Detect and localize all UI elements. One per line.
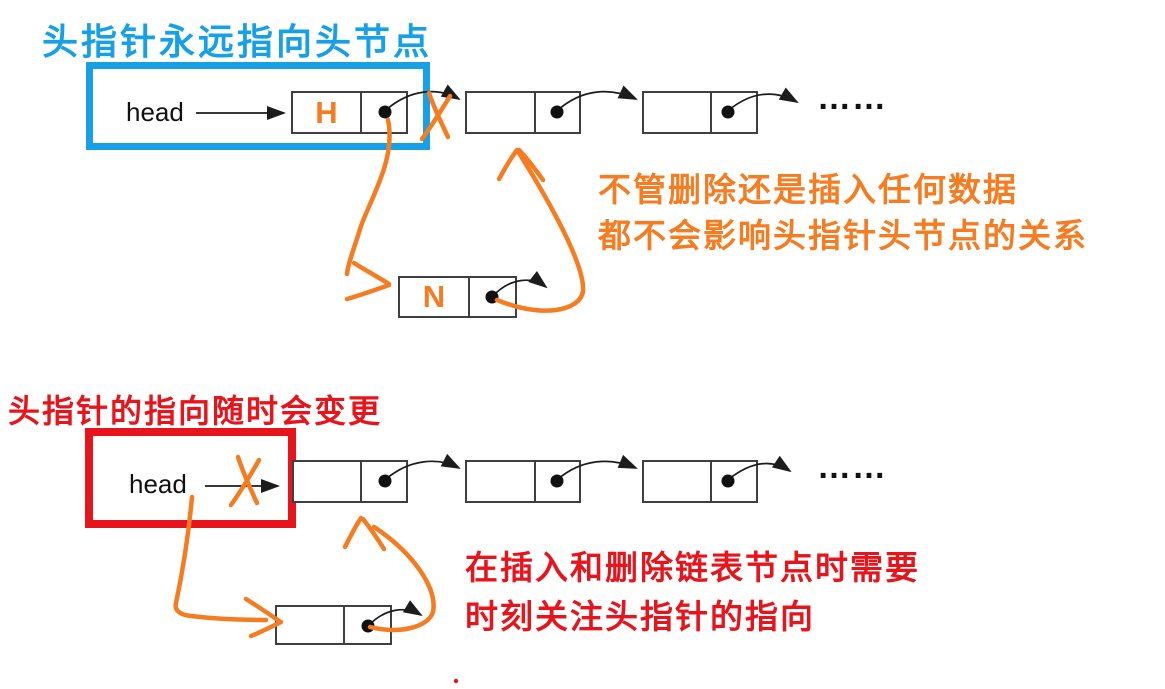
bottom-node-2	[465, 460, 581, 503]
bottom-annotation: 在插入和删除链表节点时需要 时刻关注头指针的指向	[465, 543, 920, 641]
bottom-head-label: head	[129, 469, 187, 499]
bottom-annotation-line2: 时刻关注头指针的指向	[465, 598, 815, 635]
bottom-node-3	[642, 460, 758, 503]
top-head-label: head	[126, 97, 184, 127]
bottom-node-1	[292, 460, 408, 503]
top-head-node: H	[291, 91, 408, 134]
bottom-node-3-pointer-cell	[712, 462, 756, 501]
top-annotation-line1: 不管删除还是插入任何数据	[598, 171, 1018, 208]
inserted-node-n-pointer-cell	[470, 278, 515, 316]
inserted-node-n: N	[398, 276, 517, 318]
inserted-node-n-value-cell: N	[400, 278, 470, 316]
top-node-3	[642, 91, 758, 134]
top-title: 头指针永远指向头节点	[42, 21, 433, 62]
top-node-3-value-cell	[644, 93, 712, 132]
top-ellipsis: ……	[817, 79, 887, 117]
top-node-2-pointer-cell	[536, 93, 579, 132]
top-head-node-pointer-cell	[362, 93, 406, 132]
bottom-new-node-pointer-cell	[345, 607, 390, 643]
top-annotation-line2: 都不会影响头指针头节点的关系	[598, 217, 1088, 254]
bottom-annotation-line1: 在插入和删除链表节点时需要	[465, 549, 920, 586]
top-node-3-pointer-cell	[712, 93, 756, 132]
bottom-node-3-value-cell	[644, 462, 712, 501]
bottom-new-node	[275, 605, 392, 645]
bottom-ellipsis: ……	[817, 448, 887, 486]
bottom-node-2-pointer-cell	[536, 462, 579, 501]
top-annotation: 不管删除还是插入任何数据 都不会影响头指针头节点的关系	[598, 167, 1088, 259]
bottom-node-1-pointer-cell	[362, 462, 406, 501]
bottom-node-1-value-cell	[294, 462, 362, 501]
top-head-node-value-cell: H	[293, 93, 362, 132]
bottom-title: 头指针的指向随时会变更	[8, 393, 383, 429]
bottom-new-node-value-cell	[277, 607, 345, 643]
top-node-2	[465, 91, 581, 134]
bottom-head-highlight-box	[85, 428, 296, 528]
stray-red-dot-icon	[453, 678, 459, 684]
top-node-2-value-cell	[467, 93, 536, 132]
bottom-node-2-value-cell	[467, 462, 536, 501]
